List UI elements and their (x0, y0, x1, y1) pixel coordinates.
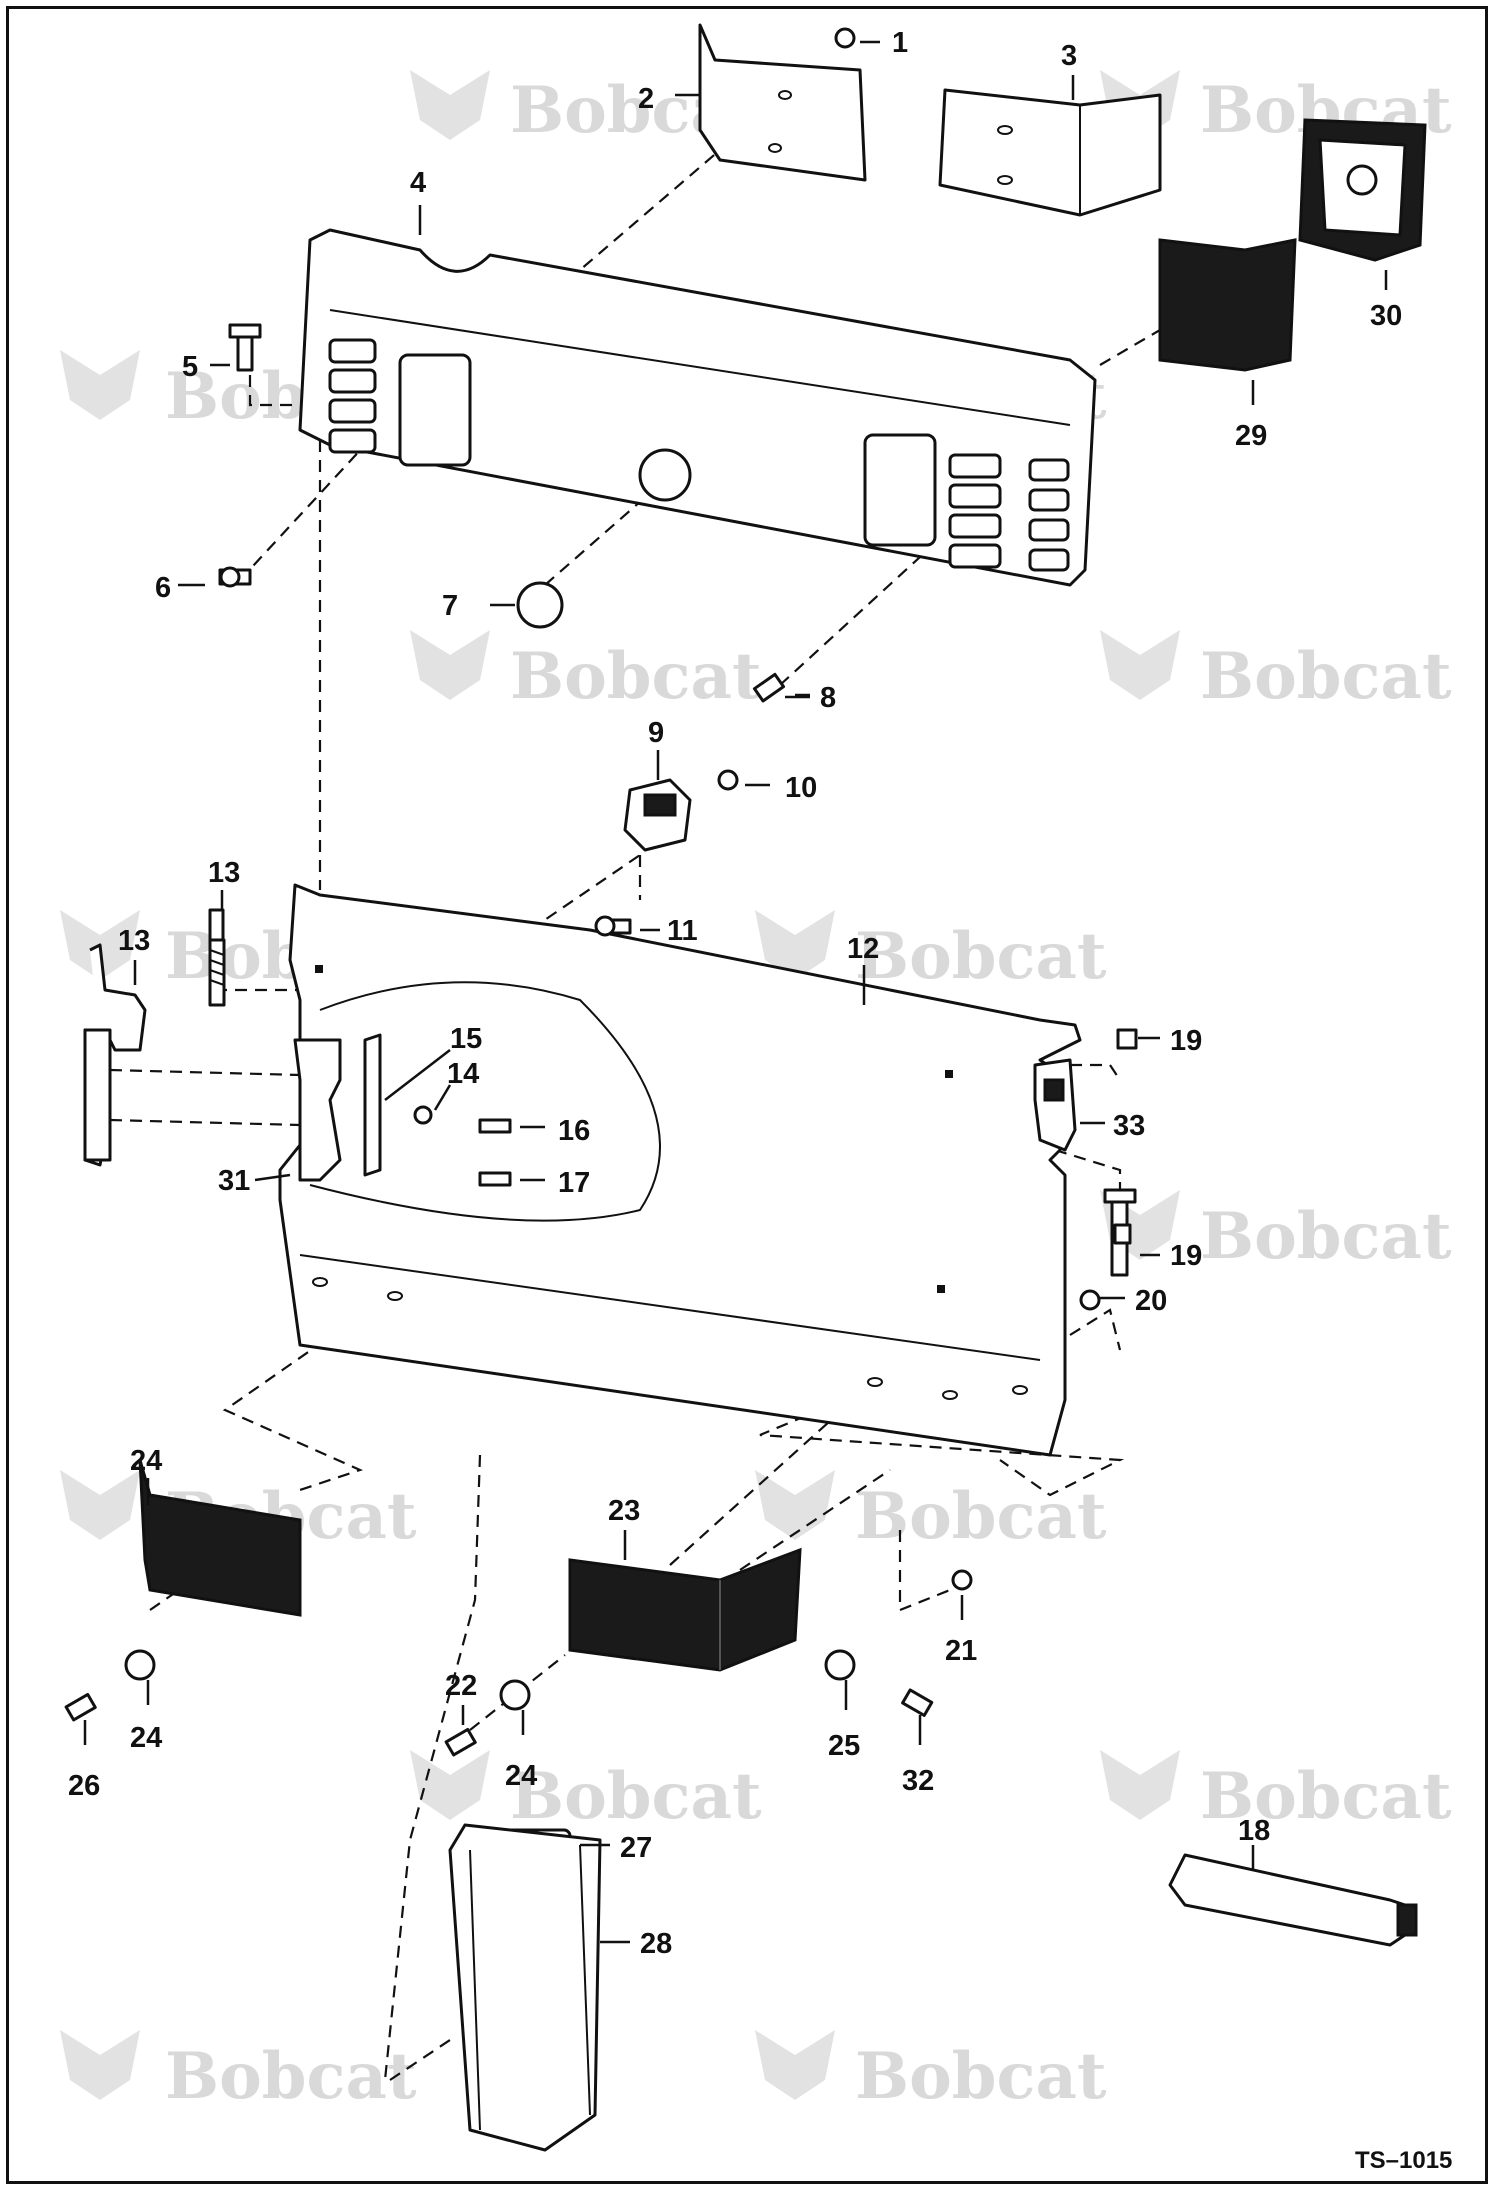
fasteners (64, 27, 1138, 1846)
svg-text:Bobcat: Bobcat (510, 1759, 762, 1834)
watermark: Bobcat (60, 2030, 417, 2114)
upper-rear-panel (298, 228, 1097, 587)
hinge-12 (83, 943, 147, 1167)
callout-label: 6 (155, 572, 171, 604)
callout-label: 28 (640, 1928, 672, 1960)
callout-label: 27 (620, 1832, 652, 1864)
callout-labels: 1 2 3 4 5 6 7 8 9 10 11 12 13 13 14 15 1… (68, 27, 1402, 1960)
watermark: Bobcat (755, 2030, 1107, 2114)
watermark: Bobcat (1100, 1750, 1452, 1834)
callout-label: 26 (68, 1770, 100, 1802)
filter-screen (1158, 238, 1297, 372)
watermark: Bobcat (755, 910, 1107, 994)
callout-label: 1 (892, 27, 908, 59)
svg-text:Bobcat: Bobcat (855, 1479, 1107, 1554)
callout-label: 3 (1061, 40, 1077, 72)
callout-label: 10 (785, 772, 817, 804)
callout-label: 19 (1170, 1240, 1202, 1272)
callout-label: 18 (1238, 1815, 1270, 1847)
callout-label: 8 (820, 682, 836, 714)
callout-label: 17 (558, 1167, 590, 1199)
door-catch-bracket (1033, 1058, 1077, 1152)
svg-text:Bobcat: Bobcat (1200, 1199, 1452, 1274)
filter-housing (1298, 118, 1427, 262)
callout-label: 20 (1135, 1285, 1167, 1317)
callout-label: 16 (558, 1115, 590, 1147)
bracket-21 (568, 1547, 802, 1672)
callout-label: 32 (902, 1765, 934, 1797)
callout-label: 7 (442, 590, 458, 622)
svg-text:Bobcat: Bobcat (855, 919, 1107, 994)
callout-label: 12 (847, 933, 879, 965)
drawing-number: TS–1015 (1355, 2147, 1452, 2174)
callout-label: 25 (828, 1730, 860, 1762)
callout-label: 30 (1370, 300, 1402, 332)
callout-label: 4 (410, 167, 426, 199)
callout-label: 23 (608, 1495, 640, 1527)
watermark: Bobcat (1100, 1190, 1452, 1274)
callout-label: 33 (1113, 1110, 1145, 1142)
callout-label: 29 (1235, 420, 1267, 452)
callout-label: 11 (667, 915, 698, 947)
callout-label: 13 (208, 857, 240, 889)
callout-label: 24 (505, 1760, 537, 1792)
latch-assembly (623, 778, 692, 852)
spring-11 (208, 938, 226, 1007)
svg-text:Bobcat: Bobcat (855, 2039, 1107, 2114)
watermark: Bobcat (410, 630, 762, 714)
svg-text:Bobcat: Bobcat (510, 639, 762, 714)
grease-tube-16 (1168, 1853, 1418, 1947)
bottom-cover-27 (448, 1823, 602, 2152)
leader-lines (83, 40, 1388, 1944)
callout-label: 14 (447, 1058, 479, 1090)
watermark: Bobcat (755, 1470, 1107, 1554)
callout-label: 24 (130, 1445, 162, 1477)
callout-label: 22 (445, 1670, 477, 1702)
upper-bracket-2 (698, 23, 867, 182)
callout-label: 5 (182, 351, 198, 383)
hinge-31 (293, 1038, 342, 1182)
svg-text:Bobcat: Bobcat (1200, 1759, 1452, 1834)
watermark: Bobcat (410, 1750, 762, 1834)
bracket-22 (138, 1459, 302, 1617)
callout-label: 2 (638, 83, 654, 115)
hinge-plate-23 (363, 1033, 382, 1177)
callout-label: 21 (945, 1635, 977, 1667)
diagram-border (6, 6, 1488, 2184)
svg-text:Bobcat: Bobcat (165, 2039, 417, 2114)
callout-label: 31 (218, 1165, 250, 1197)
callout-label: 19 (1170, 1025, 1202, 1057)
callout-label: 15 (450, 1023, 482, 1055)
callout-label: 9 (648, 717, 664, 749)
callout-label: 24 (130, 1722, 162, 1754)
watermark: Bobcat (1100, 630, 1452, 714)
callout-label: 13 (118, 925, 150, 957)
svg-text:Bobcat: Bobcat (1200, 639, 1452, 714)
rear-door-panel (278, 883, 1082, 1457)
upper-bracket-3 (938, 88, 1162, 217)
